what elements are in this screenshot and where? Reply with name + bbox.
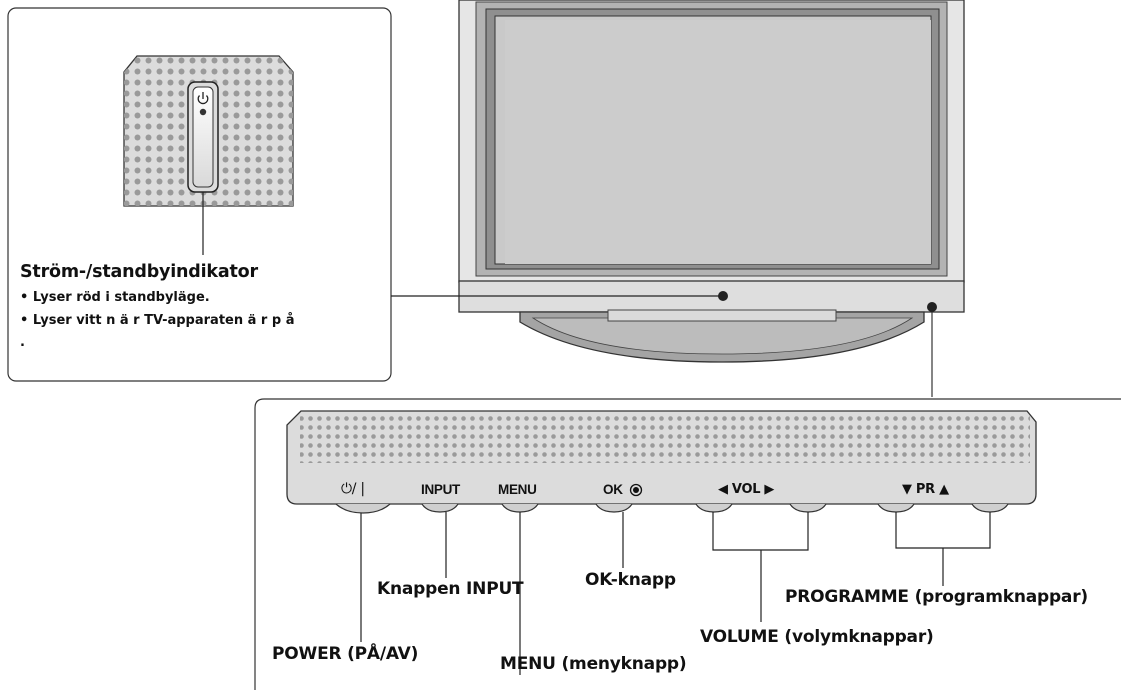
input-button-label: INPUT bbox=[421, 482, 461, 497]
tv-set bbox=[458, 0, 965, 363]
power-symbol-label: ⏻/ | bbox=[341, 481, 365, 497]
power-button[interactable] bbox=[335, 503, 391, 514]
ok-button[interactable] bbox=[595, 503, 633, 513]
pr-label: ▼ PR ▲ bbox=[902, 482, 949, 497]
vol-label: ◀ VOL ▶ bbox=[718, 482, 775, 497]
indicator-title: Ström-/standbyindikator bbox=[20, 262, 258, 282]
vol-up-button[interactable] bbox=[789, 503, 827, 513]
volume-callout: VOLUME (volymknappar) bbox=[700, 627, 934, 647]
ok-callout: OK-knapp bbox=[585, 570, 676, 590]
programme-callout: PROGRAMME (programknappar) bbox=[785, 587, 1088, 607]
input-callout: Knappen INPUT bbox=[377, 579, 524, 599]
ok-button-label: OK bbox=[603, 482, 623, 497]
menu-callout: MENU (menyknapp) bbox=[500, 654, 687, 674]
callout-leader-lines bbox=[360, 512, 991, 675]
button-panel-callout-frame bbox=[254, 312, 1121, 690]
power-callout: POWER (PÅ/AV) bbox=[272, 644, 419, 664]
vol-down-button[interactable] bbox=[695, 503, 733, 513]
indicator-closeup bbox=[123, 55, 294, 255]
side-button-panel bbox=[286, 410, 1037, 505]
menu-button-label: MENU bbox=[498, 482, 537, 497]
indicator-bullet-standby: • Lyser röd i standbyläge. bbox=[20, 290, 210, 305]
panel-buttons bbox=[335, 503, 1009, 514]
tv-side-buttons-marker-icon bbox=[927, 302, 937, 312]
standby-led-icon bbox=[199, 108, 207, 116]
ok-dot-icon bbox=[629, 483, 643, 497]
indicator-bullet-on: • Lyser vitt n ä r TV-apparaten ä r p å bbox=[20, 313, 295, 328]
power-symbol-icon bbox=[197, 92, 209, 105]
indicator-bullet-cont: . bbox=[20, 335, 25, 350]
menu-button[interactable] bbox=[501, 503, 539, 513]
pr-up-button[interactable] bbox=[971, 503, 1009, 513]
tv-standby-led-icon bbox=[718, 291, 728, 301]
pr-down-button[interactable] bbox=[877, 503, 915, 513]
input-button[interactable] bbox=[421, 503, 459, 513]
